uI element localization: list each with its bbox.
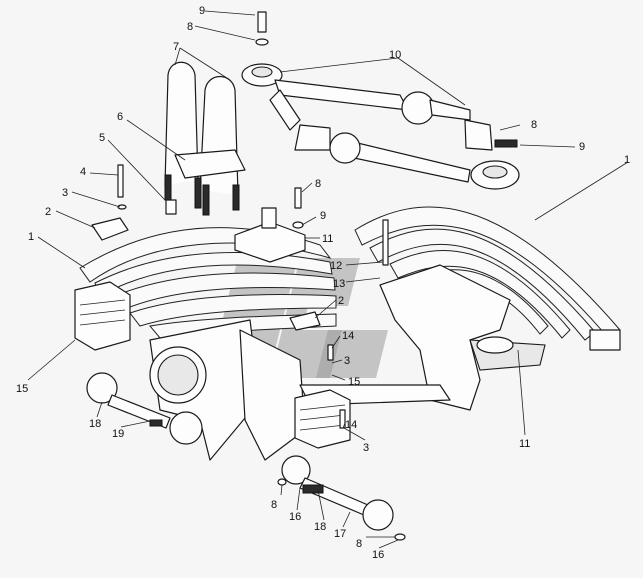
label-17: 17 xyxy=(334,528,346,540)
label-18-left: 18 xyxy=(89,418,101,430)
label-3-lower: 3 xyxy=(363,442,369,454)
callout-labels: 9 8 7 10 6 5 8 9 4 3 8 2 9 1 11 1 12 13 … xyxy=(16,5,630,561)
label-16-a: 16 xyxy=(289,511,301,523)
label-4: 4 xyxy=(80,166,86,178)
label-8-right: 8 xyxy=(531,119,537,131)
label-2-center: 2 xyxy=(338,295,344,307)
label-12: 12 xyxy=(330,260,342,272)
bump-stop-center xyxy=(294,389,351,449)
spring-pad xyxy=(174,149,246,179)
label-6: 6 xyxy=(117,111,123,123)
label-1-left: 1 xyxy=(28,231,34,243)
bump-stop-left xyxy=(74,281,131,351)
label-15-left: 15 xyxy=(16,383,28,395)
axle-housing xyxy=(149,319,451,461)
label-11-lower: 11 xyxy=(519,438,530,450)
label-13: 13 xyxy=(333,278,345,290)
leader-lines xyxy=(27,10,629,549)
label-7: 7 xyxy=(173,41,179,53)
lower-reaction-rod-right xyxy=(277,455,406,541)
label-18-right: 18 xyxy=(314,521,326,533)
label-8-top: 8 xyxy=(187,21,193,33)
label-9-top: 9 xyxy=(199,5,205,17)
label-8-mid: 8 xyxy=(315,178,321,190)
upper-reaction-rods xyxy=(241,63,520,190)
label-11-upper: 11 xyxy=(322,233,333,245)
axle-bracket-right xyxy=(379,264,546,411)
label-1-right: 1 xyxy=(624,154,630,166)
label-3-center: 3 xyxy=(344,355,350,367)
label-8-lower-a: 8 xyxy=(271,499,277,511)
label-19: 19 xyxy=(112,428,124,440)
label-14-lower: 14 xyxy=(345,419,357,431)
label-8-lower-b: 8 xyxy=(356,538,362,550)
label-14-upper: 14 xyxy=(342,330,354,342)
label-10: 10 xyxy=(389,49,401,61)
label-5: 5 xyxy=(99,132,105,144)
label-15-center: 15 xyxy=(348,376,360,388)
fasteners xyxy=(91,11,389,429)
label-3-upper: 3 xyxy=(62,187,68,199)
label-9-mid: 9 xyxy=(320,210,326,222)
leaf-spring-right xyxy=(354,206,621,351)
pivot-bracket xyxy=(234,207,306,263)
u-bolts xyxy=(164,61,240,216)
label-9-right: 9 xyxy=(579,141,585,153)
label-2-left: 2 xyxy=(45,206,51,218)
label-16-b: 16 xyxy=(372,549,384,561)
lower-reaction-rod-left xyxy=(86,372,203,445)
